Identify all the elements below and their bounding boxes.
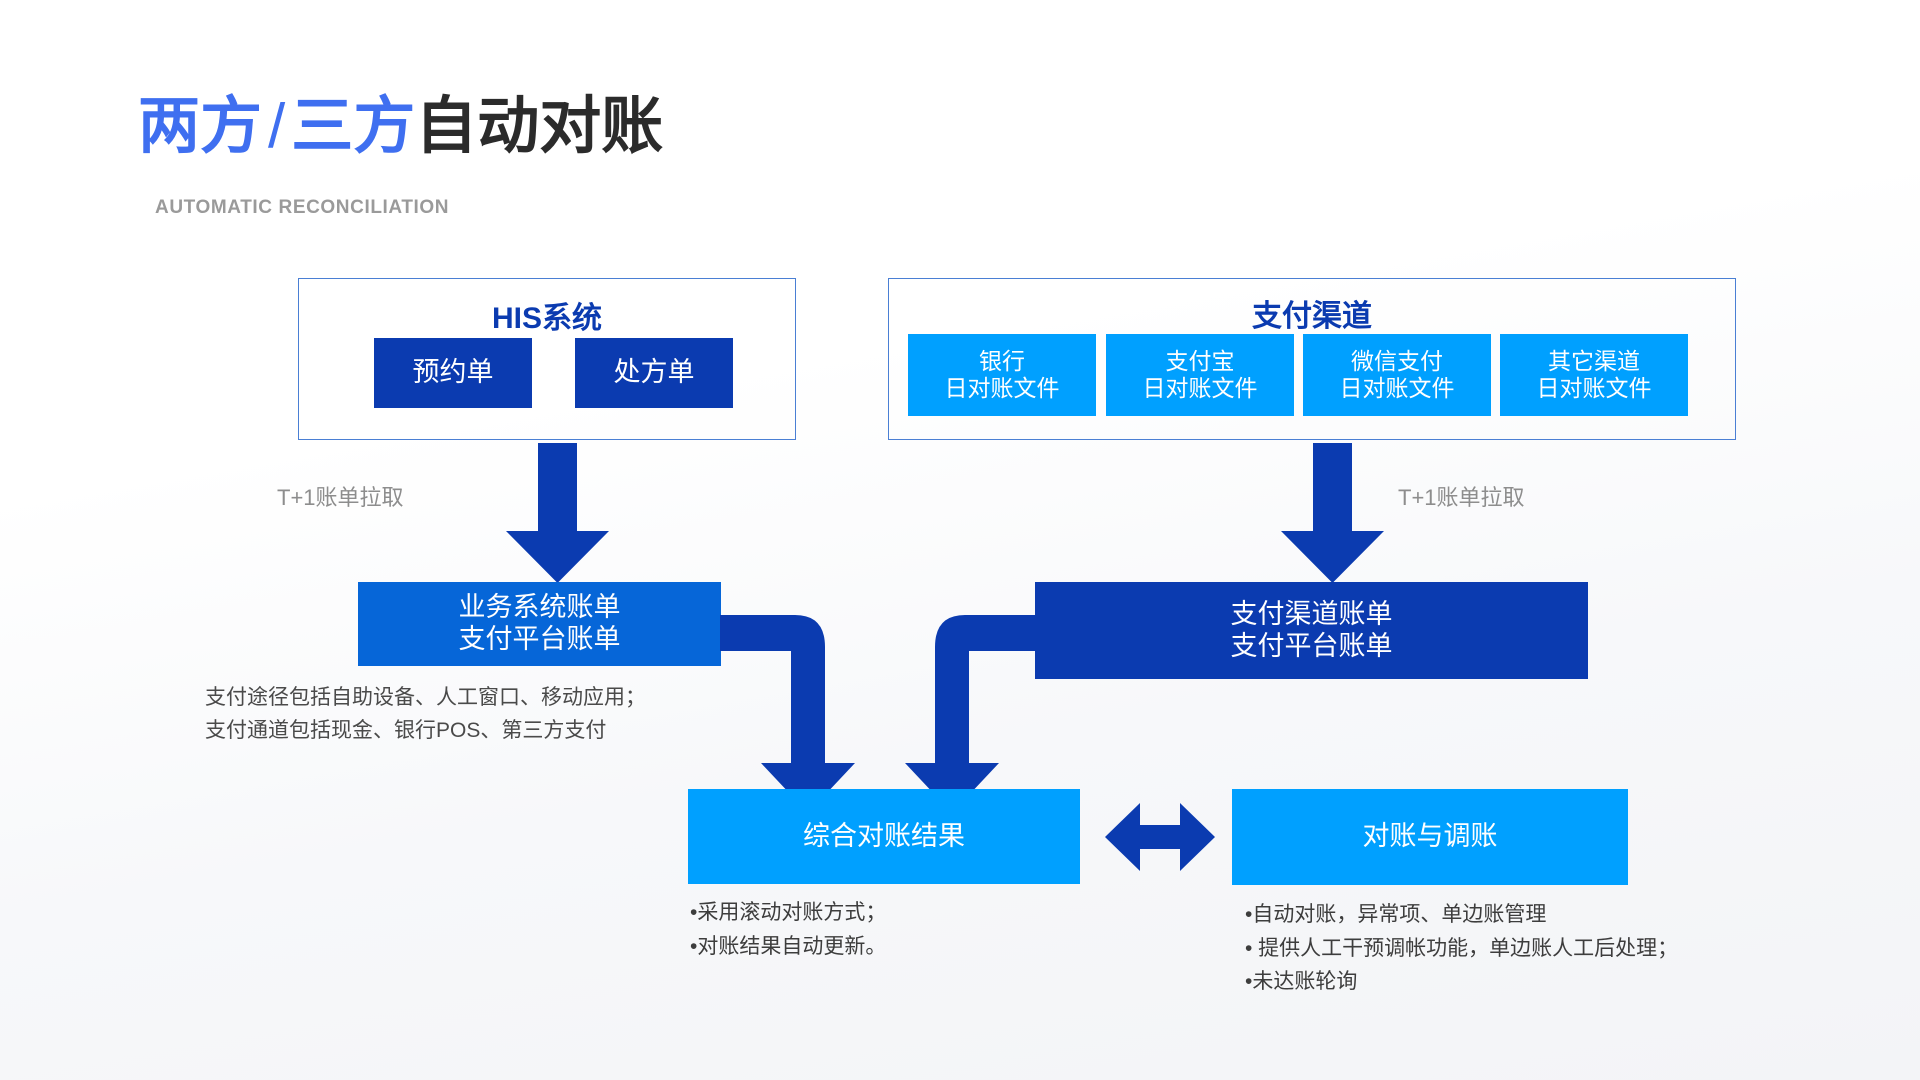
- result-bullets: •采用滚动对账方式； •对账结果自动更新。: [690, 901, 887, 958]
- title-part-three-party: 三方: [291, 92, 416, 161]
- title-part-auto-reconcile: 自动对账: [415, 92, 664, 161]
- title-slash: /: [268, 92, 286, 161]
- his-system-panel: HIS系统: [298, 278, 796, 440]
- payment-channel-heading: 支付渠道: [1252, 300, 1372, 333]
- payment-channel-panel: 支付渠道: [888, 278, 1736, 440]
- chip-channel-bank-line1: 银行: [979, 347, 1025, 374]
- title-part-two-party: 两方: [138, 92, 263, 161]
- channel-bill-line1: 支付渠道账单: [1230, 598, 1393, 629]
- chip-channel-alipay-line2: 日对账文件: [1142, 375, 1258, 401]
- business-bill-line2: 支付平台账单: [458, 624, 621, 654]
- chip-channel-other[interactable]: 其它渠道 日对账文件: [1500, 334, 1688, 416]
- result-box[interactable]: 综合对账结果: [688, 789, 1080, 884]
- arrow-channel-to-channel-bill: [1281, 443, 1384, 583]
- business-bill-line1: 业务系统账单: [458, 592, 621, 623]
- business-bill-description: 支付途径包括自助设备、人工窗口、移动应用； 支付通道包括现金、银行POS、第三方…: [205, 686, 646, 742]
- chip-channel-other-line1: 其它渠道: [1548, 347, 1640, 374]
- page-subtitle: AUTOMATIC RECONCILIATION: [155, 197, 450, 218]
- chip-channel-wechat-line1: 微信支付: [1351, 347, 1443, 374]
- chip-channel-alipay-line1: 支付宝: [1165, 347, 1235, 374]
- arrow-business-bill-to-result: [720, 615, 855, 813]
- chip-prescription-order[interactable]: 处方单: [575, 338, 733, 408]
- chip-channel-alipay[interactable]: 支付宝 日对账文件: [1106, 334, 1294, 416]
- chip-channel-bank-line2: 日对账文件: [944, 375, 1060, 401]
- adjust-bullets: •自动对账，异常项、单边账管理 • 提供人工干预调帐功能，单边账人工后处理； •…: [1245, 903, 1679, 994]
- page-title: 两方/三方自动对账: [138, 96, 663, 158]
- chip-channel-wechat[interactable]: 微信支付 日对账文件: [1303, 334, 1491, 416]
- pull-note-left: T+1账单拉取: [277, 485, 404, 510]
- pull-note-right: T+1账单拉取: [1398, 485, 1525, 510]
- arrow-his-to-business-bill: [506, 443, 609, 583]
- chip-appointment-order[interactable]: 预约单: [374, 338, 532, 408]
- adjust-box[interactable]: 对账与调账: [1232, 789, 1628, 885]
- arrow-channel-bill-to-result: [905, 615, 1040, 813]
- business-bill-box[interactable]: 业务系统账单 支付平台账单: [358, 582, 721, 666]
- chip-channel-bank[interactable]: 银行 日对账文件: [908, 334, 1096, 416]
- channel-bill-box[interactable]: 支付渠道账单 支付平台账单: [1035, 582, 1588, 679]
- double-arrow-result-adjust: [1105, 803, 1215, 871]
- channel-bill-line2: 支付平台账单: [1230, 630, 1393, 661]
- chip-channel-other-line2: 日对账文件: [1536, 375, 1652, 401]
- chip-channel-wechat-line2: 日对账文件: [1339, 375, 1455, 401]
- his-system-heading: HIS系统: [491, 302, 602, 335]
